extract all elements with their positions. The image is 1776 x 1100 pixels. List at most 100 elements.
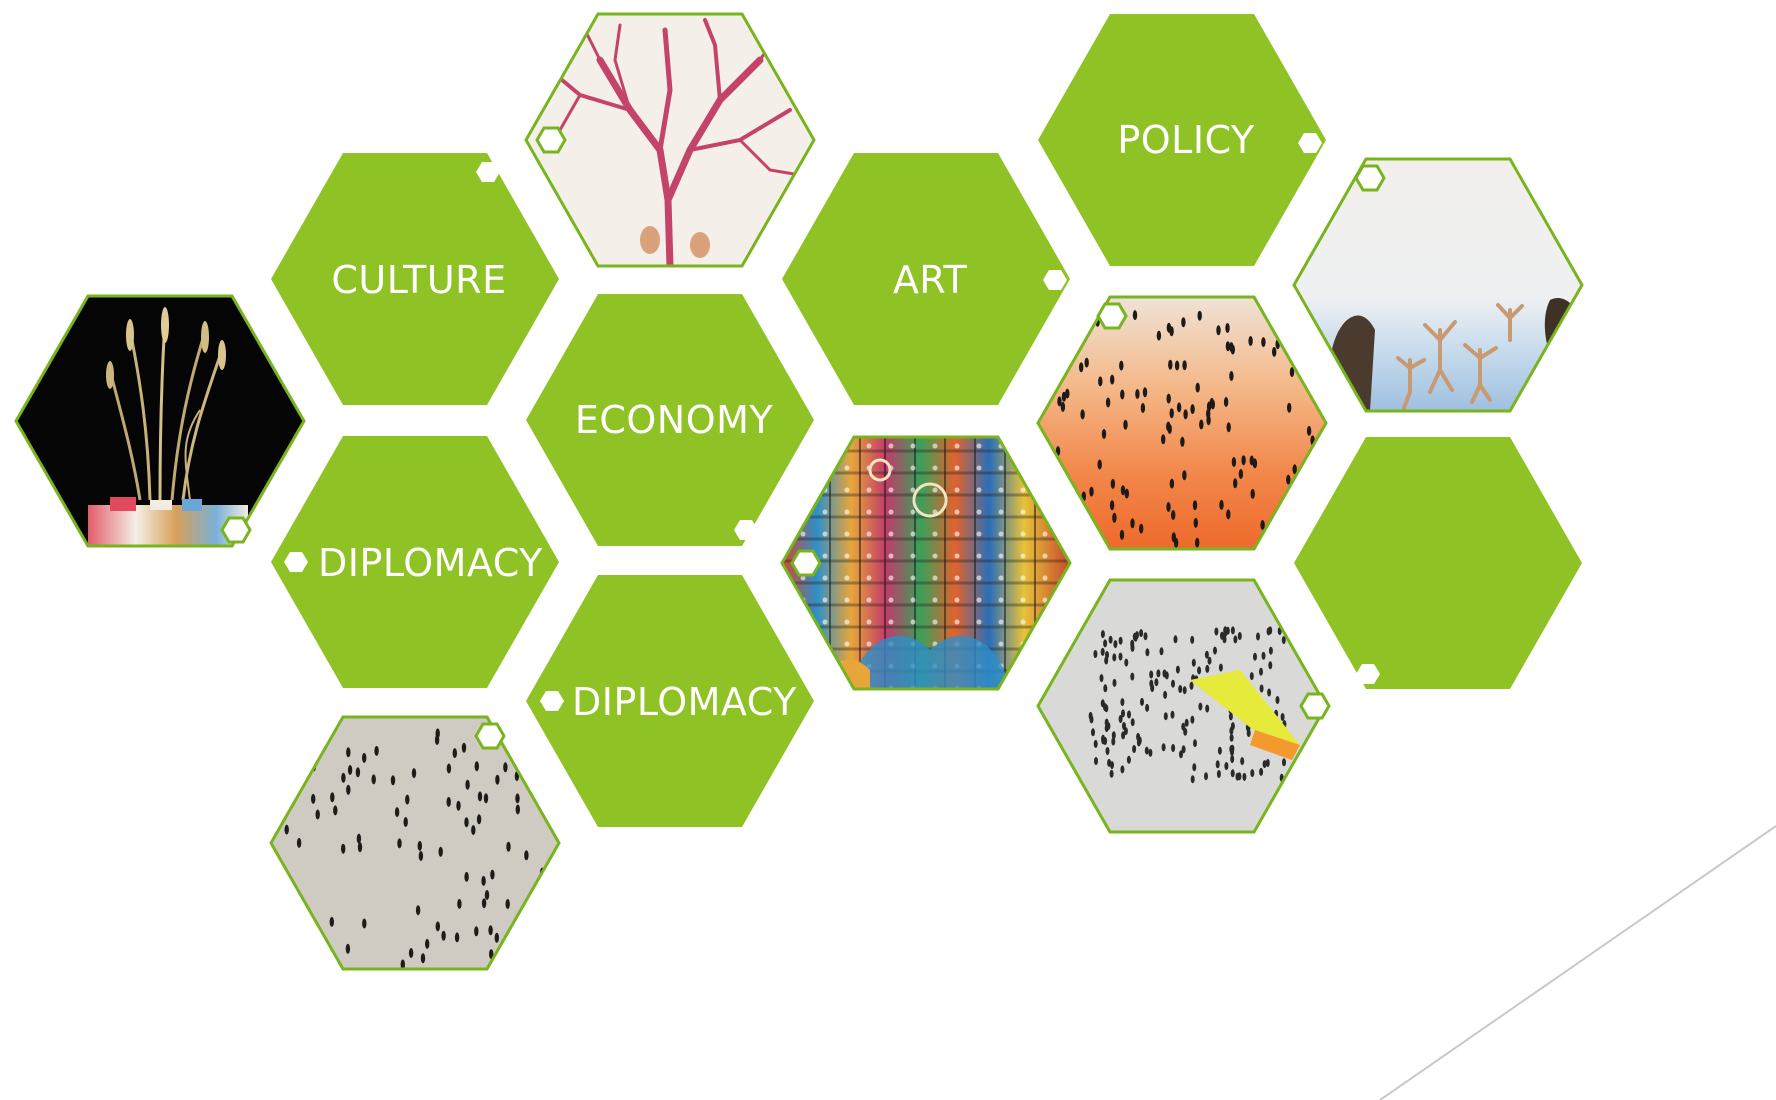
crowd-figure xyxy=(1195,382,1200,393)
crowd-figure xyxy=(1289,367,1295,378)
crowd-figure xyxy=(1226,422,1231,433)
crowd-figure xyxy=(1240,757,1245,766)
tile-culture: CULTURE xyxy=(271,153,559,405)
crowd-figure xyxy=(329,916,334,927)
hexagon-badge-icon xyxy=(1356,664,1380,684)
crowd-figure xyxy=(1098,376,1103,387)
crowd-figure xyxy=(446,796,451,807)
crowd-figure xyxy=(1099,674,1104,683)
crowd-figure xyxy=(1292,464,1297,475)
crowd-figure xyxy=(1100,647,1105,656)
crowd-figure xyxy=(1267,688,1272,697)
crowd-figure xyxy=(454,932,460,943)
people-on-sand-image xyxy=(269,715,561,971)
crowd-figure xyxy=(1198,702,1203,711)
hexagon-badge-icon xyxy=(535,126,567,154)
crowd-figure xyxy=(1166,421,1171,432)
crowd-figure xyxy=(1162,669,1167,678)
crowd-figure xyxy=(346,747,351,758)
crowd-figure xyxy=(537,781,543,791)
crowd-figure xyxy=(1192,763,1197,772)
crowd-figure xyxy=(1261,651,1266,660)
crowd-figure xyxy=(1132,310,1138,321)
crowd-figure xyxy=(1230,755,1235,764)
crowd-figure xyxy=(355,767,361,778)
crowd-figure xyxy=(356,833,362,844)
crowd-figure xyxy=(1088,711,1093,720)
crowd-figure xyxy=(1135,631,1139,640)
crowd-figure xyxy=(420,953,426,964)
crowd-figure xyxy=(1139,629,1144,638)
crowd-figure xyxy=(488,925,493,936)
crowd-figure xyxy=(1148,748,1153,757)
crowd-figure xyxy=(1124,488,1130,499)
crowd-figure xyxy=(357,842,363,853)
crowd-figure xyxy=(1061,391,1067,402)
crowd-figure xyxy=(1163,712,1168,721)
crowd-figure xyxy=(438,846,443,857)
crowd-figure xyxy=(408,948,414,958)
crowd-figure xyxy=(1144,746,1149,755)
crowd-figure xyxy=(461,742,467,753)
crowd-figure xyxy=(456,800,461,811)
crowd-figure xyxy=(394,807,400,818)
crowd-figure xyxy=(1109,500,1115,511)
crowd-figure xyxy=(1170,710,1175,719)
crowd-figure xyxy=(1091,728,1095,737)
crowd-figure xyxy=(1220,631,1224,640)
crowd-figure xyxy=(1130,718,1135,727)
crowd-figure xyxy=(1213,646,1217,655)
crowd-figure xyxy=(471,825,476,836)
hexagon-badge-icon xyxy=(1299,692,1331,720)
crowd-figure xyxy=(1094,757,1098,765)
hexagon-badge-icon xyxy=(220,516,252,544)
crowd-figure xyxy=(1124,658,1129,667)
crowd-figure xyxy=(1224,762,1229,770)
crowd-figure xyxy=(1233,478,1238,489)
crowd-figure xyxy=(1080,516,1085,527)
crowd-figure xyxy=(418,851,424,861)
crowd-figure xyxy=(346,784,351,795)
crowd-figure xyxy=(284,824,289,835)
crowd-figure xyxy=(464,871,469,882)
crowd-figure xyxy=(524,731,530,742)
crowd-figure xyxy=(1109,769,1114,778)
hexagon-tile xyxy=(526,294,814,546)
crowd-figure xyxy=(374,745,379,756)
crowd-figure xyxy=(515,804,520,815)
crowd-figure xyxy=(1189,681,1194,690)
crowd-figure xyxy=(1209,397,1215,408)
crowd-figure xyxy=(1268,646,1273,655)
crowd-figure xyxy=(547,871,552,882)
crowd-figure xyxy=(279,909,284,920)
crowd-figure xyxy=(477,791,483,802)
corner-decoration-line xyxy=(1379,825,1776,1100)
crowd-figure xyxy=(1145,703,1150,712)
crowd-figure xyxy=(1216,770,1221,778)
hexagon-tile xyxy=(1294,437,1582,689)
crowd-figure xyxy=(1119,360,1124,371)
crowd-figure xyxy=(1182,470,1187,481)
tile-label-diplomacy: DIPLOMACY xyxy=(318,541,543,585)
crowd-figure xyxy=(1121,709,1125,718)
crowd-on-grey-ground-image xyxy=(1036,578,1331,834)
crowd-figure xyxy=(1241,455,1246,466)
crowd-figure xyxy=(283,731,289,742)
crowd-figure xyxy=(435,921,440,932)
crowd-figure xyxy=(1156,669,1161,678)
crowd-figure xyxy=(1206,415,1211,426)
hexagon-badge-icon xyxy=(734,520,758,540)
crowd-figure xyxy=(1154,678,1159,687)
crowd-figure xyxy=(1249,455,1255,466)
crowd-figure xyxy=(1217,746,1222,755)
crowd-figure xyxy=(474,926,479,937)
crowd-figure xyxy=(1084,357,1089,368)
tile-policy: POLICY xyxy=(1038,14,1326,266)
crowd-figure xyxy=(1132,745,1137,753)
crowd-figure xyxy=(1068,512,1074,523)
tile-label-culture: CULTURE xyxy=(331,258,506,302)
crowd-figure xyxy=(1110,478,1116,489)
wheat-stalks-on-black-image xyxy=(14,294,306,548)
crowd-figure xyxy=(1108,635,1113,644)
crowd-figure xyxy=(1219,499,1224,510)
